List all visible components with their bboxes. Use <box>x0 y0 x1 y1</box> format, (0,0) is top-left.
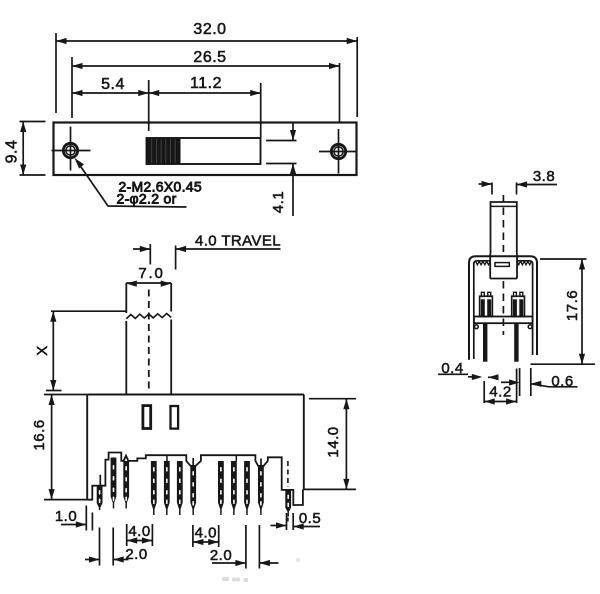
svg-text:0.4: 0.4 <box>441 360 463 377</box>
svg-text:2.0: 2.0 <box>125 546 147 563</box>
svg-text:4.1: 4.1 <box>270 191 287 213</box>
svg-text:1.0: 1.0 <box>55 508 77 525</box>
svg-text:32.0: 32.0 <box>193 21 226 38</box>
svg-text:11.2: 11.2 <box>190 75 222 92</box>
svg-text:X: X <box>34 345 51 356</box>
svg-text:3.8: 3.8 <box>533 168 555 185</box>
svg-text:16.6: 16.6 <box>31 419 48 450</box>
svg-text:0.5: 0.5 <box>299 510 321 527</box>
svg-text:4.2: 4.2 <box>489 384 511 401</box>
svg-text:0.6: 0.6 <box>551 373 573 390</box>
svg-text:17.6: 17.6 <box>564 290 581 321</box>
svg-text:5.4: 5.4 <box>101 76 125 93</box>
svg-text:14.0: 14.0 <box>325 426 342 457</box>
svg-text:9.4: 9.4 <box>3 140 20 164</box>
svg-text:26.5: 26.5 <box>193 49 226 66</box>
svg-text:2-φ2.2 or: 2-φ2.2 or <box>117 190 177 206</box>
svg-text:2-M2.6X0.45: 2-M2.6X0.45 <box>119 179 202 195</box>
svg-text:2.0: 2.0 <box>210 547 232 564</box>
svg-text:4.0: 4.0 <box>195 525 217 542</box>
svg-text:7.0: 7.0 <box>138 265 164 282</box>
svg-text:4.0: 4.0 <box>128 523 150 540</box>
svg-text:4.0 TRAVEL: 4.0 TRAVEL <box>195 233 281 250</box>
